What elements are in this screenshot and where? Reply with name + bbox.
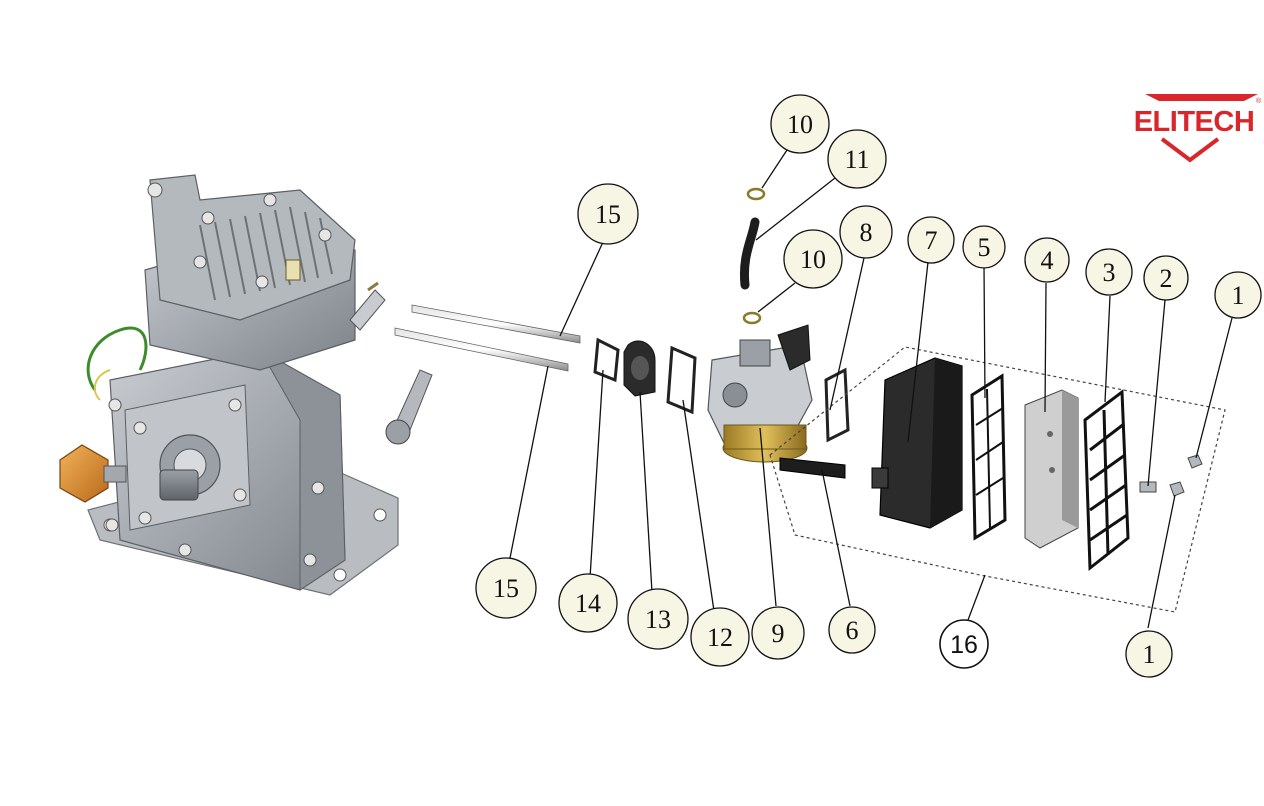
nut-1-upper — [1187, 454, 1203, 469]
callout-6: 6 — [828, 606, 876, 654]
logo-text: ELITECH — [1134, 106, 1255, 138]
breather-tube — [779, 457, 846, 479]
callout-label: 15 — [595, 200, 621, 229]
callout-16: 16 — [939, 619, 989, 669]
callout-1-lower: 1 — [1125, 630, 1173, 678]
trademark-mark: ® — [1256, 97, 1262, 105]
callout-10-lower: 10 — [783, 229, 843, 289]
callout-label: 4 — [1041, 246, 1054, 275]
callout-label: 3 — [1103, 258, 1116, 287]
filter-screen-5 — [970, 373, 1007, 541]
callout-5: 5 — [962, 225, 1006, 269]
callout-label: 1 — [1143, 640, 1156, 669]
callout-label: 10 — [787, 110, 813, 139]
callout-label: 16 — [950, 631, 978, 659]
engine-assembly — [59, 174, 433, 596]
filter-element-4 — [1024, 389, 1079, 549]
callout-label: 5 — [978, 233, 991, 262]
gasket-12 — [666, 345, 697, 415]
callout-2: 2 — [1143, 255, 1189, 301]
callout-10-upper: 10 — [770, 94, 830, 154]
callout-label: 12 — [707, 623, 733, 652]
logo-chevron — [1160, 137, 1220, 163]
callout-label: 13 — [645, 605, 671, 634]
callout-7: 7 — [907, 216, 955, 264]
callout-9: 9 — [751, 606, 805, 660]
callout-label: 9 — [772, 619, 785, 648]
callout-label: 8 — [860, 218, 873, 247]
air-filter-base-7 — [871, 357, 963, 529]
filter-cover-grid-3 — [1083, 389, 1130, 572]
callout-11: 11 — [827, 129, 887, 189]
callout-label: 10 — [800, 245, 826, 274]
callout-label: 2 — [1160, 264, 1173, 293]
callout-14: 14 — [558, 573, 618, 633]
callout-15-lower: 15 — [475, 557, 537, 619]
callout-label: 11 — [844, 145, 869, 174]
hose-clamp-lower — [742, 311, 762, 325]
callout-3: 3 — [1085, 248, 1133, 296]
stud-bolt-lower — [394, 327, 569, 372]
callout-label: 7 — [925, 226, 938, 255]
callout-4: 4 — [1024, 237, 1070, 283]
stud-bolt-upper — [411, 304, 581, 344]
callout-12: 12 — [690, 607, 750, 667]
nut-1-lower — [1169, 481, 1185, 497]
callout-label: 15 — [493, 574, 519, 603]
callout-13: 13 — [627, 588, 689, 650]
insulator-13 — [623, 340, 656, 397]
callout-label: 6 — [846, 616, 859, 645]
callout-8: 8 — [839, 205, 893, 259]
elitech-logo: ELITECH ® — [1134, 94, 1262, 163]
callout-1-upper: 1 — [1214, 271, 1262, 319]
gasket-14 — [593, 337, 620, 383]
leader-lines — [509, 149, 1233, 629]
callout-label: 14 — [575, 589, 601, 618]
oil-cap — [59, 444, 127, 503]
carburetor — [707, 324, 813, 463]
hose-clamp-upper — [746, 187, 766, 201]
callout-label: 1 — [1232, 281, 1245, 310]
logo-top-bar — [1145, 94, 1258, 101]
callout-15-upper: 15 — [577, 183, 639, 245]
fuel-hose — [739, 217, 760, 290]
